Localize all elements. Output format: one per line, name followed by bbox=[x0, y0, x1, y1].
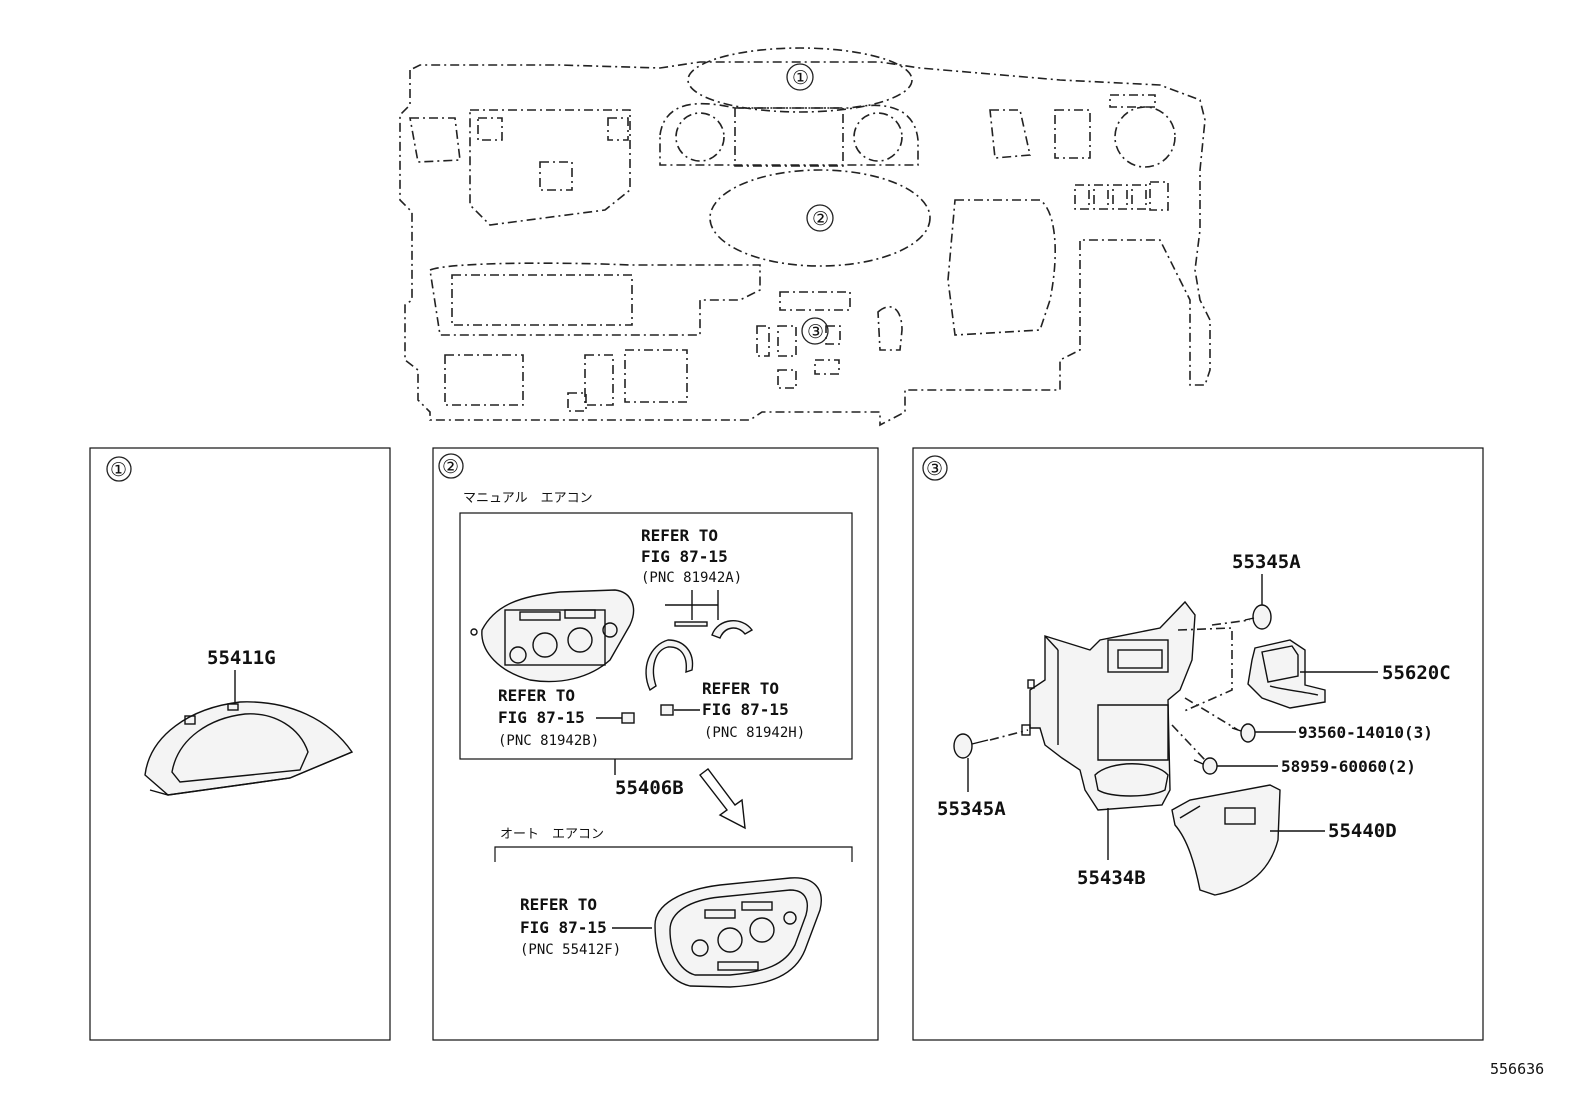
panel-3: ③ 55345A 55620C bbox=[912, 447, 1484, 1041]
part-55406B-label: 55406B bbox=[615, 777, 684, 799]
ref-h-line1: REFER TO bbox=[702, 679, 779, 698]
cup-holder-part bbox=[1247, 639, 1326, 709]
manual-ac-label: マニュアル エアコン bbox=[463, 491, 593, 506]
meter-hood-part bbox=[144, 701, 354, 796]
part-55440D-label: 55440D bbox=[1328, 820, 1397, 842]
ref-h-line2: FIG 87-15 bbox=[702, 700, 789, 719]
part-55434B-label: 55434B bbox=[1077, 867, 1146, 889]
bolt-part bbox=[1193, 757, 1218, 775]
console-panel-part bbox=[1021, 600, 1196, 811]
ref-a-line3: (PNC 81942A) bbox=[641, 570, 742, 586]
part-55620C-label: 55620C bbox=[1382, 662, 1451, 684]
part-55345A-top-label: 55345A bbox=[1232, 551, 1301, 573]
screw-part bbox=[1231, 723, 1256, 743]
auto-ac-label: オート エアコン bbox=[500, 827, 604, 842]
panel-1-badge: ① bbox=[110, 459, 127, 481]
figure-number: 556636 bbox=[1490, 1060, 1544, 1078]
ref-a-line1: REFER TO bbox=[641, 526, 718, 545]
callout-1: ① bbox=[792, 67, 809, 89]
panel-1: ① 55411G bbox=[89, 447, 391, 1041]
ref-b-line2: FIG 87-15 bbox=[498, 708, 585, 727]
manual-ac-panel-part bbox=[470, 589, 635, 683]
panel-2-badge: ② bbox=[442, 456, 459, 478]
ref-b-line3: (PNC 81942B) bbox=[498, 733, 599, 749]
dashboard-overview: ① ② ③ bbox=[399, 47, 1211, 427]
ref-a-line2: FIG 87-15 bbox=[641, 547, 728, 566]
ref-b-line1: REFER TO bbox=[498, 686, 575, 705]
part-55345A-left-label: 55345A bbox=[937, 798, 1006, 820]
part-93560-14010-label: 93560-14010(3) bbox=[1298, 723, 1433, 742]
part-55411G-label: 55411G bbox=[207, 647, 276, 669]
panel-3-badge: ③ bbox=[926, 458, 943, 480]
ref-f-line3: (PNC 55412F) bbox=[520, 942, 621, 958]
ref-f-line1: REFER TO bbox=[520, 895, 597, 914]
ref-h-line3: (PNC 81942H) bbox=[704, 725, 805, 741]
knob-ring-parts bbox=[645, 590, 754, 692]
cover-part bbox=[1171, 784, 1281, 896]
part-58959-60060-label: 58959-60060(2) bbox=[1281, 757, 1416, 776]
panel-2: ② マニュアル エアコン REFER TO FIG 87-15 (PNC 819… bbox=[432, 447, 879, 1041]
callout-2: ② bbox=[812, 208, 829, 230]
ref-f-line2: FIG 87-15 bbox=[520, 918, 607, 937]
auto-ac-panel-part bbox=[654, 877, 822, 988]
callout-3: ③ bbox=[807, 321, 824, 343]
